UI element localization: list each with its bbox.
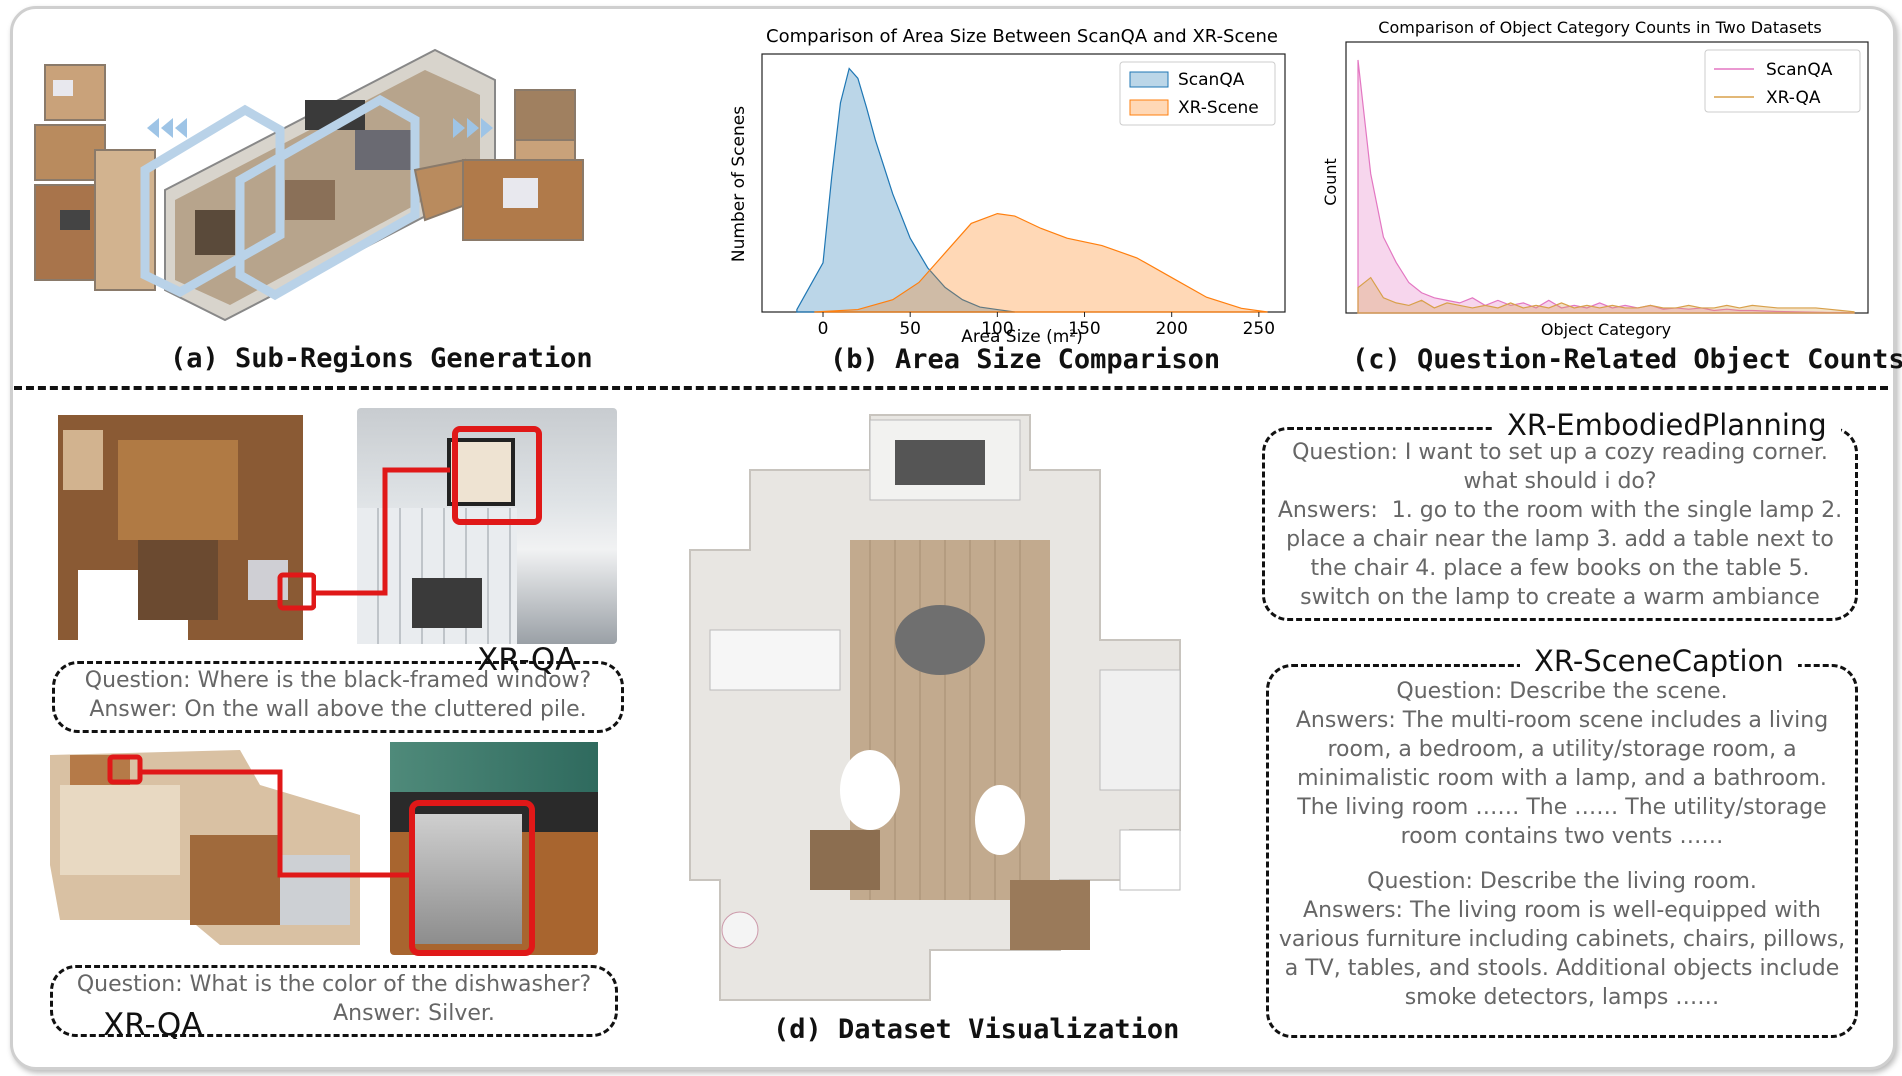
scene-caption-box: Question: Describe the scene. Answers: T… xyxy=(1266,664,1858,1038)
qa-top-label: XR-QA xyxy=(477,642,577,678)
chart-b-title: Comparison of Area Size Between ScanQA a… xyxy=(766,26,1278,47)
scene-caption-title: XR-SceneCaption xyxy=(1520,644,1798,678)
right-floorplan xyxy=(413,89,584,241)
legend-label-xrscene: XR-Scene xyxy=(1178,98,1259,118)
qa-top-answer: Answer: On the wall above the cluttered … xyxy=(89,697,587,722)
count-area-scanqa xyxy=(1357,59,1855,314)
qa-top-window-highlight xyxy=(452,426,542,525)
chart-b-legend: ScanQA XR-Scene xyxy=(1119,61,1276,126)
scene-caption-q1: Question: Describe the scene. xyxy=(1396,679,1728,704)
x-tick-label: 250 xyxy=(1243,319,1275,339)
qa-top-box: Question: Where is the black-framed wind… xyxy=(52,661,624,733)
panel-a-caption: (a) Sub-Regions Generation xyxy=(170,343,593,374)
left-arrow-icon xyxy=(147,118,187,138)
count-area-xrqa xyxy=(1357,276,1855,314)
embodied-planning-box: Question: I want to set up a cozy readin… xyxy=(1262,427,1858,621)
chart-c-xlabel: Object Category xyxy=(1541,320,1671,339)
scene-caption-q2: Question: Describe the living room. xyxy=(1367,869,1757,894)
dataset-visualization-image xyxy=(680,410,1260,1005)
qa-top-connector xyxy=(316,467,450,596)
chart-c-title: Comparison of Object Category Counts in … xyxy=(1378,18,1821,37)
object-category-chart: Comparison of Object Category Counts in … xyxy=(1321,18,1869,339)
x-tick-label: 200 xyxy=(1155,319,1187,339)
density-area-xrscene xyxy=(814,212,1268,313)
panel-d-caption: (d) Dataset Visualization xyxy=(773,1014,1180,1045)
embodied-answer: Answers: 1. go to the room with the sing… xyxy=(1277,498,1843,610)
x-tick-label: 50 xyxy=(899,319,921,339)
qa-bottom-highlight-box xyxy=(107,754,143,785)
legend-swatch-scanqa xyxy=(1129,71,1169,88)
embodied-title: XR-EmbodiedPlanning xyxy=(1493,408,1841,442)
legend-label-c-scanqa: ScanQA xyxy=(1766,60,1833,80)
chart-c-legend: ScanQA XR-QA xyxy=(1704,49,1861,113)
qa-bottom-photo xyxy=(390,742,598,955)
legend-swatch-xrscene xyxy=(1129,99,1169,116)
x-tick-label: 0 xyxy=(818,319,829,339)
region-boxes xyxy=(140,94,420,301)
qa-bottom-label: XR-QA xyxy=(103,1007,203,1043)
legend-label-scanqa: ScanQA xyxy=(1178,70,1245,90)
qa-bottom-question: Question: What is the color of the dishw… xyxy=(76,972,592,997)
right-arrow-icon xyxy=(453,118,493,138)
density-area-scanqa xyxy=(796,67,1015,313)
panel-a-image xyxy=(25,30,715,330)
legend-label-c-xrqa: XR-QA xyxy=(1766,88,1821,108)
chart-b-xlabel: Area Size (m²) xyxy=(961,327,1082,347)
left-floorplan xyxy=(34,64,156,291)
qa-top-floorplan xyxy=(48,410,317,646)
qa-bottom-answer: Answer: Silver. xyxy=(333,1001,495,1026)
qa-top-highlight-box xyxy=(277,572,317,611)
chart-b-ylabel: Number of Scenes xyxy=(729,106,749,262)
qa-top-photo xyxy=(357,408,617,644)
scene-caption-a2: Answers: The living room is well-equippe… xyxy=(1278,898,1846,1010)
area-size-chart: Comparison of Area Size Between ScanQA a… xyxy=(729,26,1286,347)
qa-bottom-connector xyxy=(142,769,410,878)
embodied-question: Question: I want to set up a cozy readin… xyxy=(1292,440,1828,494)
scene-caption-a1: Answers: The multi-room scene includes a… xyxy=(1295,708,1829,849)
chart-c-ylabel: Count xyxy=(1321,158,1340,206)
panel-c-caption: (c) Question-Related Object Counts xyxy=(1352,344,1902,375)
qa-bottom-dishwasher-highlight xyxy=(409,800,535,956)
panel-b-caption: (b) Area Size Comparison xyxy=(830,344,1221,375)
x-tick-label: 100 xyxy=(981,319,1013,339)
qa-bottom-box: Question: What is the color of the dishw… xyxy=(50,965,618,1037)
qa-top-question: Question: Where is the black-framed wind… xyxy=(84,668,592,693)
section-divider xyxy=(14,386,1888,390)
x-tick-label: 150 xyxy=(1068,319,1100,339)
